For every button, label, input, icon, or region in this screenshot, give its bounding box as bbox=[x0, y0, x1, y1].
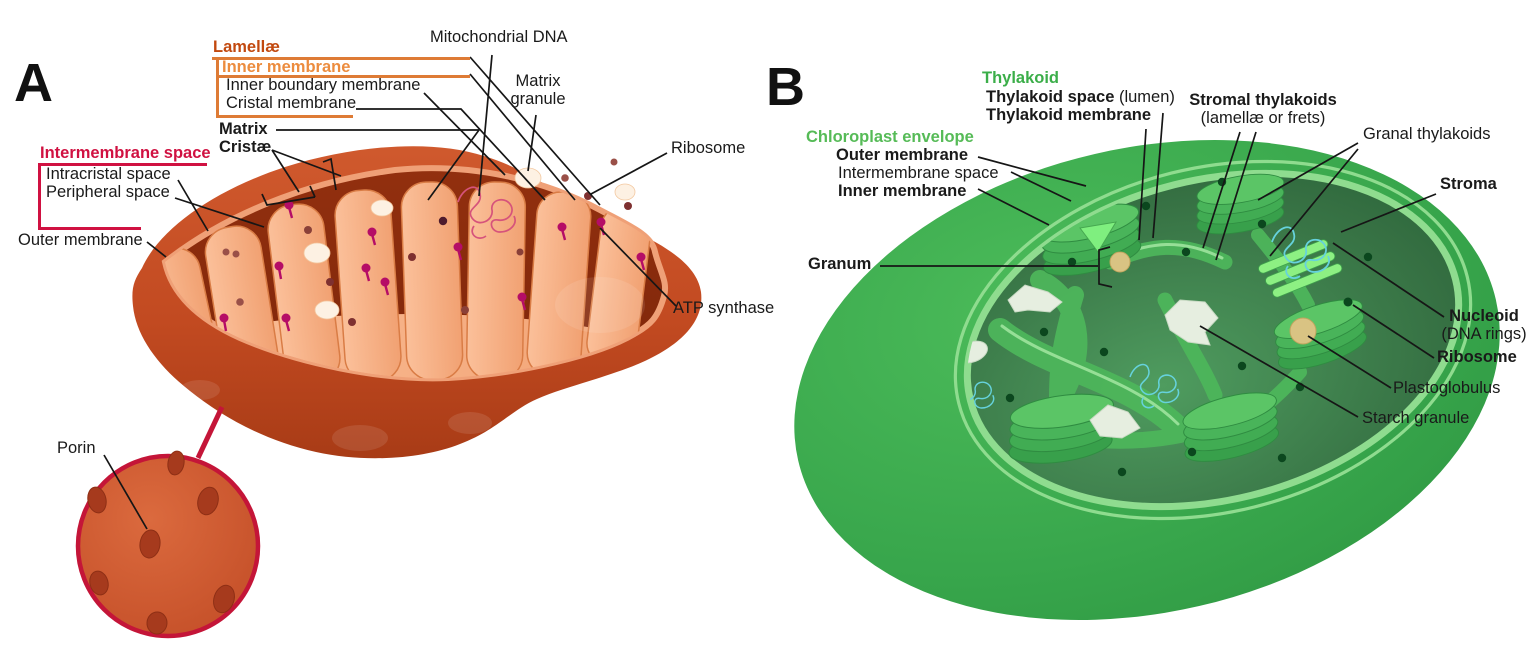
cristae-folds bbox=[165, 181, 665, 379]
label-nucleoid: Nucleoid(DNA rings) bbox=[1436, 307, 1532, 343]
porin-pores bbox=[87, 450, 235, 635]
label-outer-membrane-a: Outer membrane bbox=[18, 231, 143, 249]
label-inner-boundary-membrane: Inner boundary membrane bbox=[226, 76, 421, 94]
porin-connector-line bbox=[195, 405, 225, 460]
label-thylakoid-space: Thylakoid space (lumen) bbox=[986, 88, 1175, 106]
panel-a-letter: A bbox=[14, 53, 53, 113]
label-atp-synthase: ATP synthase bbox=[673, 299, 775, 317]
label-starch-granule: Starch granule bbox=[1362, 409, 1470, 427]
label-thylakoid-space-main: Thylakoid space bbox=[986, 88, 1115, 106]
label-mitochondrial-dna: Mitochondrial DNA bbox=[430, 28, 568, 46]
label-inner-membrane-b: Inner membrane bbox=[838, 182, 967, 200]
label-cristal-membrane: Cristal membrane bbox=[226, 94, 357, 112]
label-matrix-granule: Matrix granule bbox=[510, 72, 566, 108]
label-peripheral-space: Peripheral space bbox=[46, 183, 170, 201]
matrix-granules bbox=[303, 167, 636, 320]
label-inner-membrane-a: Inner membrane bbox=[222, 58, 351, 76]
atp-synthase-particles bbox=[219, 200, 646, 332]
leader-lines-panel-b bbox=[880, 112, 1445, 418]
label-granal-thylakoids: Granal thylakoids bbox=[1363, 125, 1491, 143]
panel-b-letter: B bbox=[766, 57, 805, 117]
inner-membrane-bracket-rule bbox=[218, 75, 470, 78]
label-cristae: Cristæ bbox=[219, 138, 272, 156]
label-chloroplast-envelope: Chloroplast envelope bbox=[806, 128, 974, 146]
label-stromal-thylakoids: Stromal thylakoids(lamellæ or frets) bbox=[1186, 91, 1340, 127]
intermembrane-bracket-left-rule bbox=[38, 163, 41, 229]
intermembrane-underline-rule bbox=[40, 163, 207, 166]
label-thylakoid-membrane: Thylakoid membrane bbox=[986, 106, 1152, 124]
label-ribosome-a: Ribosome bbox=[671, 139, 746, 157]
label-nucleoid-sub: (DNA rings) bbox=[1441, 324, 1527, 343]
label-intracristal-space: Intracristal space bbox=[46, 165, 171, 183]
label-plastoglobulus: Plastoglobulus bbox=[1393, 379, 1501, 397]
label-stromal-thylakoids-main: Stromal thylakoids bbox=[1189, 91, 1337, 109]
lamellae-bracket-top-rule bbox=[212, 57, 470, 60]
mito-ribosome-dots bbox=[222, 158, 632, 326]
label-matrix: Matrix bbox=[219, 120, 268, 138]
label-porin: Porin bbox=[57, 439, 96, 457]
label-intermembrane-space: Intermembrane space bbox=[40, 144, 211, 162]
thylakoid-wedge bbox=[1079, 221, 1117, 253]
label-granum: Granum bbox=[808, 255, 872, 273]
label-thylakoid-space-sub: (lumen) bbox=[1114, 88, 1175, 106]
mitochondrion-illustration bbox=[75, 146, 702, 639]
lamellae-bracket-bottom-rule bbox=[216, 115, 353, 118]
porin-detail-circle bbox=[75, 453, 261, 639]
label-lamellae: Lamellæ bbox=[213, 38, 280, 56]
leader-lines-panel-a bbox=[103, 54, 677, 530]
label-stroma: Stroma bbox=[1440, 175, 1497, 193]
lamellae-bracket-left-rule bbox=[216, 57, 219, 117]
label-intermembrane-space-b: Intermembrane space bbox=[838, 164, 999, 182]
body-highlights bbox=[180, 277, 645, 451]
intermembrane-bracket-bottom-rule bbox=[38, 227, 141, 230]
label-nucleoid-main: Nucleoid bbox=[1449, 307, 1519, 325]
chloroplast-illustration bbox=[794, 140, 1500, 620]
envelope-outer-membrane-line bbox=[953, 159, 1473, 521]
label-outer-membrane-b: Outer membrane bbox=[836, 146, 969, 164]
starch-granules bbox=[956, 284, 1219, 439]
chloroplast-interior bbox=[947, 168, 1377, 477]
label-ribosome-b: Ribosome bbox=[1437, 348, 1517, 366]
label-stromal-thylakoids-sub: (lamellæ or frets) bbox=[1200, 108, 1326, 127]
label-thylakoid: Thylakoid bbox=[982, 69, 1060, 87]
